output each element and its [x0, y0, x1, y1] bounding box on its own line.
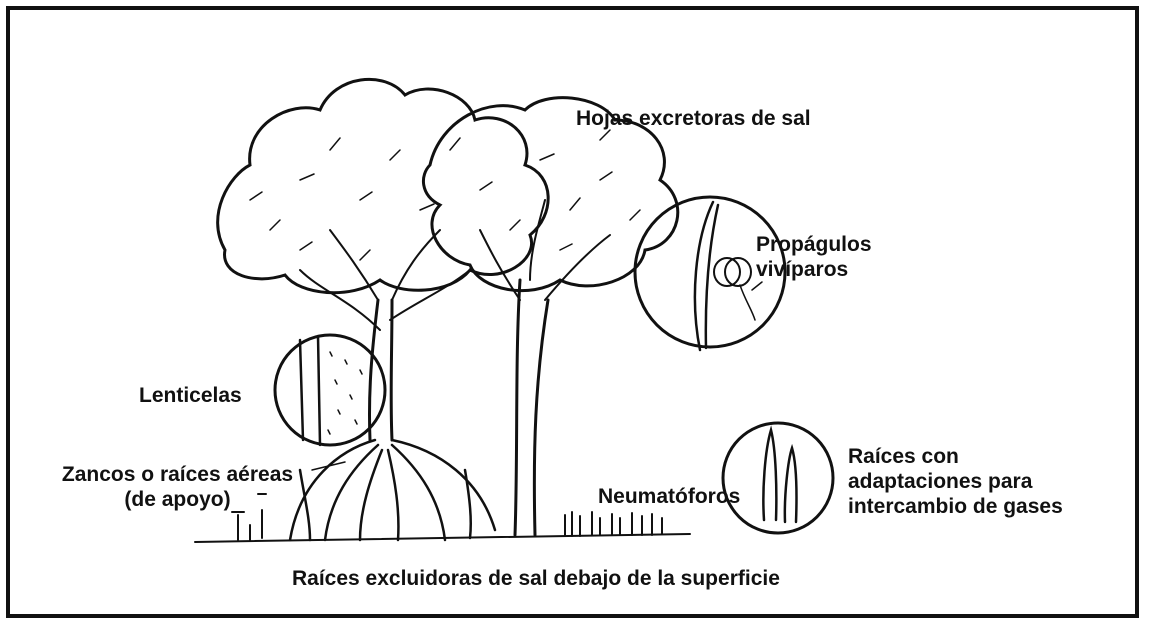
- left-tree-canopy: [216, 78, 550, 295]
- label-raices-gases: Raíces con adaptaciones para intercambio…: [848, 445, 1063, 519]
- lenticelas-inset: [273, 333, 387, 447]
- label-raices-excluidoras: Raíces excluidoras de sal debajo de la s…: [292, 567, 780, 590]
- right-tree-trunk: [513, 278, 550, 537]
- ground-line: [194, 533, 691, 543]
- label-lenticelas: Lenticelas: [139, 384, 242, 407]
- label-propagulos: Propágulos vivíparos: [756, 233, 872, 282]
- zancos-leader-line: [311, 461, 346, 471]
- label-hojas-excretoras: Hojas excretoras de sal: [576, 107, 811, 130]
- pneumatophore-spikes: [564, 511, 663, 537]
- canopy-texture: [249, 129, 641, 261]
- label-zancos: Zancos o raíces aéreas (de apoyo): [61, 463, 294, 512]
- neumatoforos-inset: [721, 421, 835, 535]
- propagulos-inset: [633, 195, 787, 349]
- label-neumatoforos: Neumatóforos: [598, 485, 741, 508]
- seedlings: [231, 493, 267, 541]
- stilt-roots: [288, 438, 497, 542]
- right-tree-canopy: [421, 96, 680, 293]
